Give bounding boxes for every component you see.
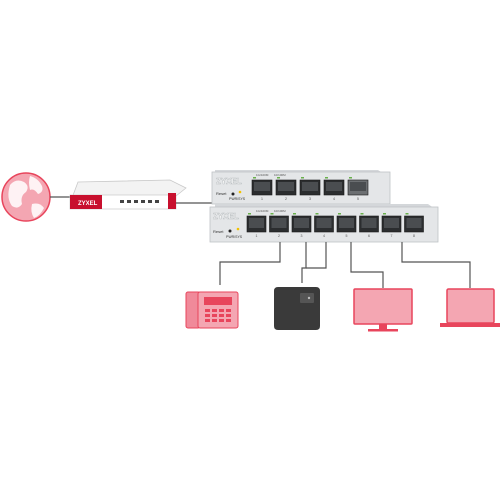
switch-top-port-3: 3 [299, 177, 321, 201]
switch-top-ports: 1 2 3 4 5 [251, 177, 369, 201]
switch-top-brand: ZYXEL [216, 177, 242, 186]
switch-top-reset-button [231, 192, 235, 196]
switch-bottom-port-3: 3 [291, 213, 312, 238]
link-phone [219, 242, 281, 285]
switch-top-port-4: 4 [323, 177, 345, 201]
switch-top-pwr-label: PWR/SYS [229, 197, 246, 201]
switch-top-port-label: 5 [357, 197, 359, 201]
switch-bottom-port-label: 2 [278, 234, 280, 238]
device-links [219, 242, 471, 288]
switch-bottom-port-label: 1 [256, 234, 258, 238]
laptop-icon [440, 288, 500, 327]
switch-top-power-led [238, 190, 242, 194]
switch-bottom-port-label: 8 [413, 234, 415, 238]
switch-bottom-port-label: 4 [323, 234, 325, 238]
switch-bottom-port-1: 1 [246, 213, 267, 238]
switch-bottom-port-5: 5 [336, 213, 357, 238]
router-brand: ZYXEL [78, 201, 98, 207]
nas-icon [274, 287, 320, 330]
switch-top-port-1: 1 [251, 177, 273, 201]
link-laptop [401, 242, 471, 288]
switch-bottom-port-4: 4 [314, 213, 334, 238]
link-monitor [350, 242, 384, 288]
globe-icon [1, 172, 51, 222]
switch-bottom-port-label: 6 [368, 234, 370, 238]
switch-top-port-label: 4 [333, 197, 335, 201]
link-nas-2 [306, 242, 327, 269]
switch-bottom-port-label: 5 [346, 234, 348, 238]
switch-bottom-port-label: 7 [391, 234, 393, 238]
switch-top-led-label-2: 10/100M [274, 173, 286, 177]
switch-top-port-5: 5 [347, 177, 369, 201]
switch-bottom-reset-button [228, 229, 232, 233]
router-ports [120, 200, 159, 203]
switch-bottom-port-8: 8 [404, 213, 424, 238]
switch-bottom-power-led [236, 227, 240, 231]
switch-top-port-label: 2 [285, 197, 287, 201]
monitor-icon [353, 288, 413, 332]
switch-bottom-port-2: 2 [269, 213, 289, 238]
ip-phone-icon [185, 291, 239, 329]
switch-top-port-2: 2 [275, 177, 297, 201]
switch-bottom: ZYXEL Reset PWR/SYS 1G/100M 10/100M 1 2 3 4… [209, 204, 439, 243]
switch-bottom-led-label-1: 1G/100M [256, 209, 269, 213]
router-device: ZYXEL [69, 179, 187, 210]
switch-top-port-label: 3 [309, 197, 311, 201]
switch-bottom-port-label: 3 [301, 234, 303, 238]
switch-bottom-reset-label: Reset [213, 229, 224, 234]
switch-bottom-brand: ZYXEL [213, 212, 239, 221]
switch-top-reset-label: Reset [216, 191, 227, 196]
switch-bottom-port-7: 7 [381, 213, 402, 238]
switch-bottom-port-6: 6 [359, 213, 379, 238]
link-nas [301, 242, 307, 283]
switch-bottom-pwr-label: PWR/SYS [226, 235, 243, 239]
switch-bottom-led-label-2: 10/100M [274, 209, 286, 213]
switch-top-port-label: 1 [261, 197, 263, 201]
switch-top-led-label-1: 1G/100M [256, 173, 269, 177]
switch-top: ZYXEL Reset PWR/SYS 1G/100M 10/100M 1 2 3 4… [211, 170, 391, 205]
switch-bottom-ports: 1 2 3 4 5 6 7 8 [246, 213, 424, 238]
